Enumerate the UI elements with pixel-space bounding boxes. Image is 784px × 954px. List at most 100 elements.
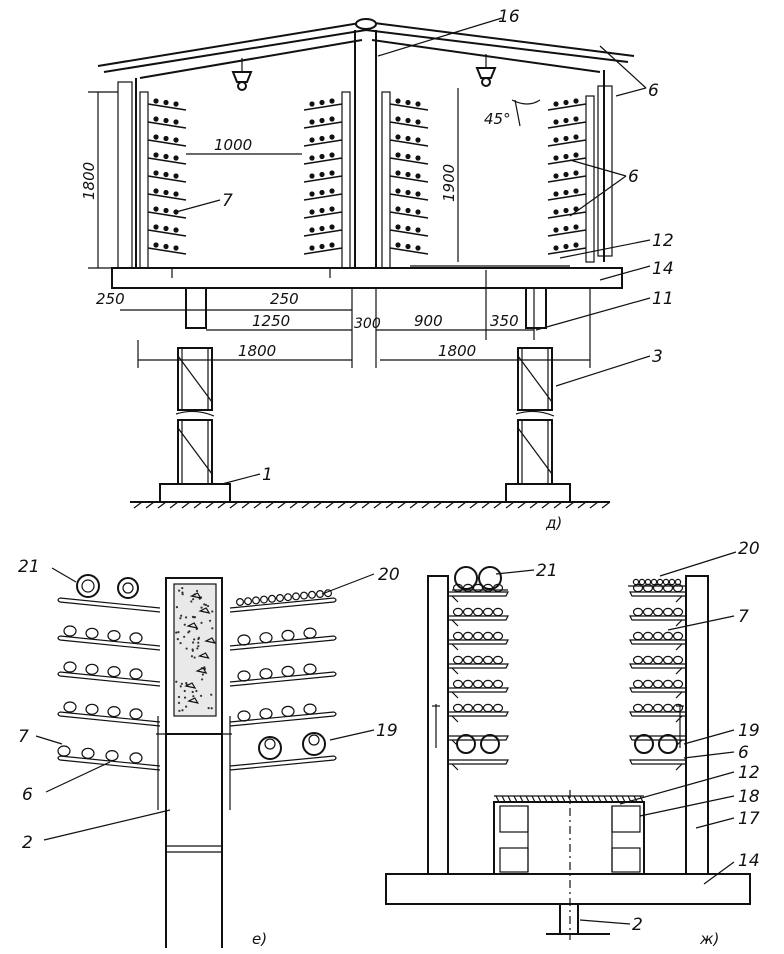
concrete-aggregate (195, 667, 208, 674)
produce-item (163, 99, 169, 106)
produce-item (85, 663, 99, 675)
produce-item (492, 679, 504, 689)
concrete-speck (191, 690, 194, 694)
produce-item (329, 152, 335, 158)
lattice-brace (177, 355, 213, 403)
ground-hatch (169, 501, 179, 509)
shelf-left (448, 759, 509, 765)
ground-hatch (601, 501, 611, 509)
ground-hatch (541, 501, 551, 509)
produce-item (405, 225, 411, 232)
produce-item (472, 607, 484, 617)
small-produce (236, 597, 245, 606)
produce-item (153, 116, 159, 122)
shelf-bracket (675, 763, 683, 771)
shelf (303, 247, 343, 255)
dim-angle: 45° (484, 110, 511, 128)
produce-item (173, 173, 179, 179)
label-14: 14 (738, 851, 760, 871)
produce-item (573, 134, 579, 140)
produce-item (163, 117, 169, 124)
produce-item (482, 607, 494, 617)
produce-item (395, 134, 401, 140)
lattice-brace (177, 427, 213, 475)
grate-bar (573, 795, 578, 803)
shelf (303, 175, 343, 183)
ground-hatch (217, 501, 227, 509)
produce-item (652, 655, 664, 665)
concrete-speck (206, 604, 210, 608)
lattice-upper (517, 347, 553, 411)
produce-item (395, 224, 401, 230)
shelf (389, 139, 429, 147)
label-19: 19 (738, 721, 760, 741)
produce-item (405, 117, 411, 124)
shelf-right (629, 687, 686, 693)
label-18: 18 (738, 787, 760, 807)
roof (97, 18, 635, 269)
dim-1800-left: 1800 (238, 342, 276, 360)
produce-item (672, 679, 684, 689)
leader-lines (175, 17, 651, 485)
ground-hatch (337, 501, 347, 509)
ground-hatch (589, 501, 599, 509)
produce-item (153, 224, 159, 230)
ground-hatch (253, 501, 263, 509)
produce-item (632, 631, 644, 641)
concrete-speck (178, 589, 181, 592)
concrete-aggregate (189, 592, 202, 599)
produce-item (415, 209, 421, 215)
concrete-speck (181, 709, 184, 712)
produce-item (319, 189, 325, 196)
shelf-bracket (451, 763, 459, 771)
produce-item (395, 98, 401, 104)
concrete-speck (175, 606, 179, 609)
ground-hatch (433, 501, 443, 509)
ground-hatch (577, 501, 587, 509)
grate-bar (603, 795, 608, 803)
floor-platform (111, 267, 623, 289)
shelf-left (448, 687, 509, 693)
produce-item (652, 679, 664, 689)
root-bundle-inner (122, 582, 134, 594)
produce-item (642, 679, 654, 689)
small-produce (638, 578, 646, 586)
shelf (147, 175, 187, 183)
produce-item (107, 705, 121, 718)
label-17: 17 (738, 809, 760, 829)
label-19: 19 (376, 721, 398, 741)
produce-item (553, 191, 559, 197)
lattice-brace (517, 355, 553, 403)
grate-bar (507, 795, 512, 803)
small-produce (644, 578, 652, 586)
produce-item (452, 655, 464, 665)
produce-item (563, 207, 569, 214)
produce-item (153, 98, 159, 104)
dim-height-left: 1800 (80, 162, 98, 200)
small-produce (662, 578, 670, 586)
ground-hatch (205, 501, 215, 509)
produce-item (672, 607, 684, 617)
shelf (547, 247, 587, 255)
lattice-brace (517, 427, 553, 475)
shelf (303, 211, 343, 219)
concrete-speck (193, 656, 196, 659)
ground-hatch (277, 501, 287, 509)
produce-item (309, 101, 315, 107)
shelf (547, 175, 587, 183)
produce-item (553, 101, 559, 107)
produce-item (452, 679, 464, 689)
produce-item (395, 152, 401, 158)
ground-hatch (181, 501, 191, 509)
root-bundle (454, 566, 478, 590)
label-6-top: 6 (648, 81, 659, 101)
produce-item (415, 119, 421, 125)
concrete-speck (192, 641, 195, 644)
produce-item (563, 99, 569, 106)
ground-hatch (229, 501, 239, 509)
shelf-bracket (675, 619, 683, 627)
produce-item (652, 703, 664, 713)
ground-hatch (349, 501, 359, 509)
produce-item (405, 207, 411, 214)
concrete-speck (183, 689, 186, 693)
